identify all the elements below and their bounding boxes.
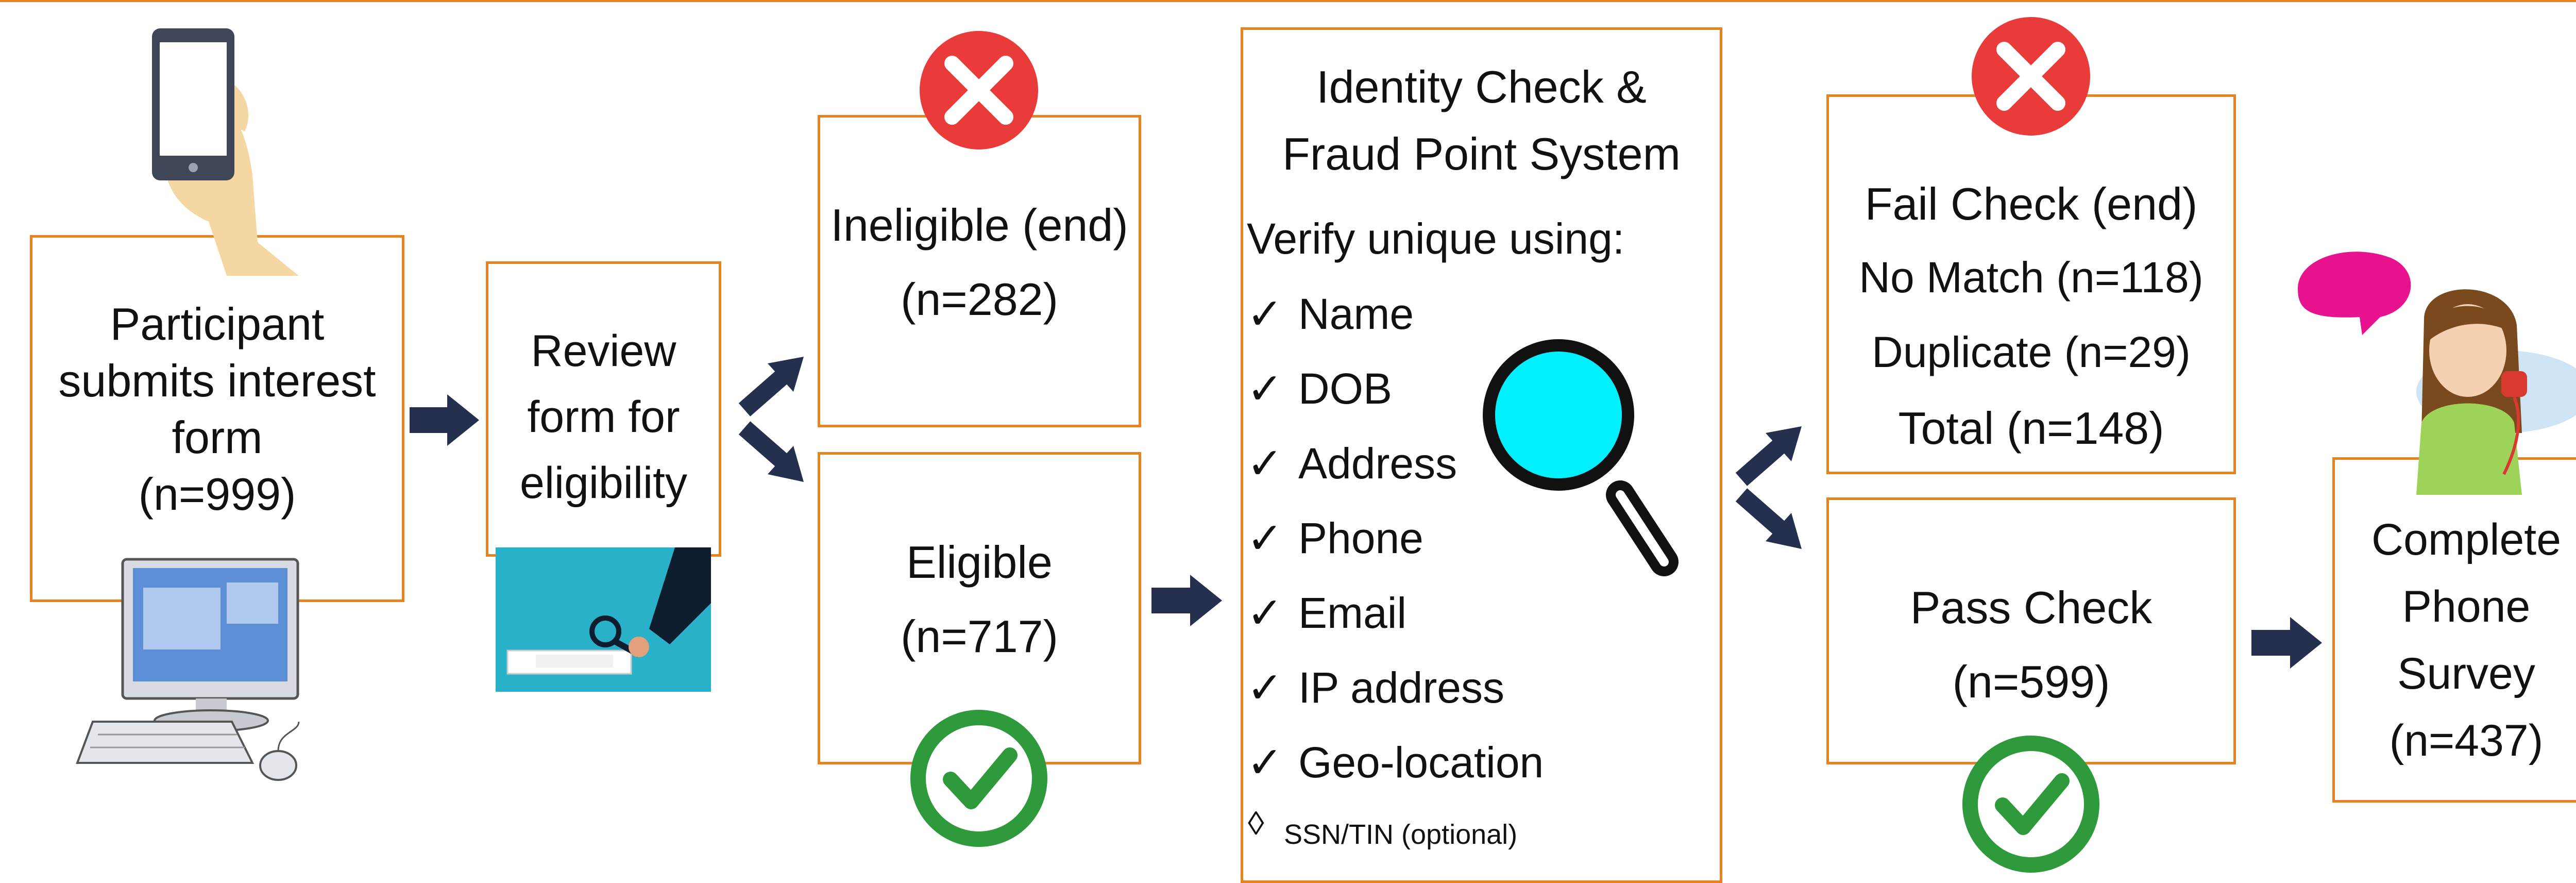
identity-title-line-1: Identity Check &: [1316, 61, 1647, 112]
checkmark-icon: ✓: [1247, 438, 1283, 489]
checklist-item: ✓ Address: [1247, 438, 1457, 489]
identity-intro: Verify unique using:: [1247, 214, 1625, 263]
checkmark-icon: ✓: [1247, 363, 1283, 414]
red-x-icon: [1972, 17, 2090, 136]
participant-line-2: submits interest: [58, 355, 376, 406]
phone-in-hand-icon: [152, 28, 299, 276]
magnifying-glass-icon: [1483, 339, 1679, 576]
ineligible-count: (n=282): [901, 274, 1058, 325]
checkmark-icon: ✓: [1247, 588, 1283, 638]
checkmark-icon: ✓: [1247, 662, 1283, 713]
complete-line-2: Phone: [2402, 582, 2531, 631]
review-line-1: Review: [531, 326, 676, 376]
checklist-item: ✓ Email: [1247, 588, 1406, 638]
fail-total: Total (n=148): [1898, 403, 2164, 454]
arrow-identity-to-fail: [1735, 426, 1802, 486]
complete-line-3: Survey: [2397, 649, 2535, 698]
checklist-item-label: Address: [1298, 439, 1458, 488]
pass-count: (n=599): [1952, 656, 2110, 707]
top-border-line: [0, 0, 2576, 2]
desktop-computer-icon: [76, 558, 300, 781]
checklist-item-label: Email: [1298, 589, 1407, 637]
identity-title-line-2: Fraud Point System: [1282, 128, 1681, 179]
checklist-item: ✓ DOB: [1247, 363, 1392, 414]
checklist-item: ✓ Name: [1247, 289, 1414, 339]
participant-box: [30, 235, 404, 602]
eligible-count: (n=717): [901, 611, 1058, 662]
checkmark-icon: ✓: [1247, 513, 1283, 563]
checklist-item: ✓ IP address: [1247, 662, 1504, 713]
document-review-magnifier-icon: [496, 547, 711, 692]
red-x-icon: [920, 31, 1038, 149]
ineligible-label: Ineligible (end): [831, 199, 1128, 251]
complete-line-1: Complete: [2371, 515, 2562, 564]
optional-diamond-icon: ◊: [1248, 805, 1264, 842]
ineligible-box: [818, 115, 1141, 427]
arrow-review-to-eligible: [738, 421, 804, 482]
optional-item-label: SSN/TIN (optional): [1284, 819, 1518, 850]
fail-no-match: No Match (n=118): [1859, 253, 2204, 302]
fail-duplicate: Duplicate (n=29): [1872, 328, 2191, 376]
woman-on-phone-icon: [2298, 252, 2576, 495]
review-box: [486, 261, 721, 557]
pass-label: Pass Check: [1910, 582, 2153, 633]
complete-count: (n=437): [2389, 716, 2544, 765]
checklist-item-label: Geo-location: [1298, 738, 1544, 787]
green-check-icon: [910, 710, 1047, 847]
eligible-label: Eligible: [906, 537, 1053, 588]
identity-check-box: [1241, 27, 1722, 883]
fail-check-box: [1826, 94, 2236, 474]
arrow-pass-to-complete: [2251, 617, 2322, 669]
arrow-review-to-ineligible: [738, 357, 804, 416]
green-check-icon: [1962, 736, 2099, 873]
complete-survey-box: [2332, 457, 2576, 803]
checklist-item: ✓ Geo-location: [1247, 737, 1544, 788]
checklist-item-label: Name: [1298, 290, 1414, 338]
checklist-item-label: IP address: [1298, 663, 1505, 712]
participant-line-1: Participant: [110, 298, 325, 349]
arrow-identity-to-pass: [1735, 488, 1802, 549]
participant-line-3: form: [172, 412, 263, 463]
checklist-item: ✓ Phone: [1247, 513, 1423, 563]
review-line-3: eligibility: [519, 458, 688, 508]
review-line-2: form for: [527, 392, 680, 442]
checklist-item-label: Phone: [1298, 514, 1423, 562]
checklist-item-label: DOB: [1298, 364, 1393, 413]
participant-count: (n=999): [138, 469, 296, 520]
fail-label: Fail Check (end): [1865, 178, 2198, 229]
arrow-eligible-to-identity: [1151, 575, 1222, 626]
checkmark-icon: ✓: [1247, 289, 1283, 339]
checkmark-icon: ✓: [1247, 737, 1283, 788]
arrow-participant-to-review: [410, 394, 479, 446]
